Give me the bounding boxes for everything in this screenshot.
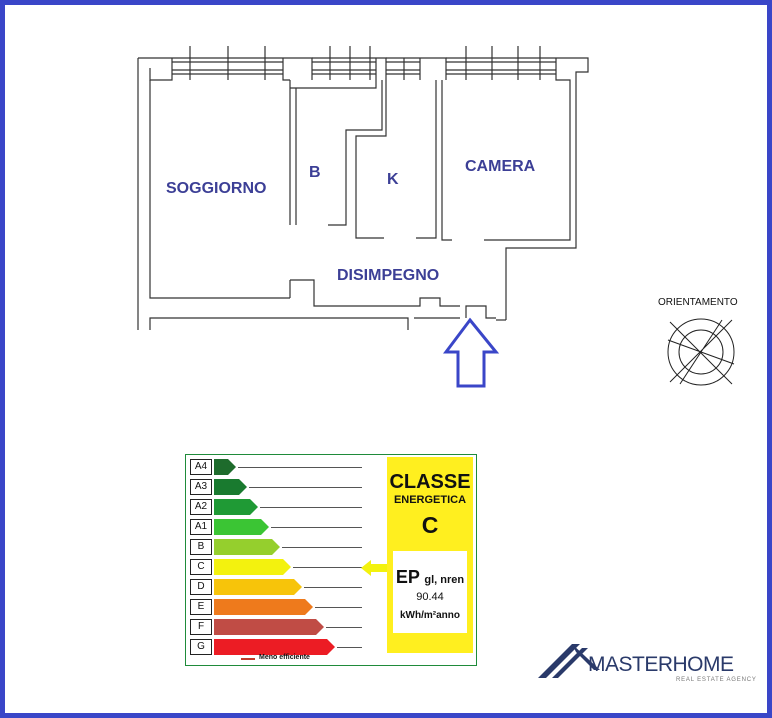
energy-class-panel: CLASSE ENERGETICA C EP gl, nren 90.44 kW…: [387, 457, 473, 653]
room-label-bagno: B: [309, 164, 321, 181]
energy-class-arrow: [214, 619, 324, 635]
energy-class-arrow: [214, 539, 280, 555]
classe-subtitle: ENERGETICA: [393, 494, 467, 506]
orientation-label: ORIENTAMENTO: [658, 297, 738, 308]
energy-class-arrow: [214, 479, 247, 495]
room-label-disimpegno: DISIMPEGNO: [337, 267, 440, 284]
class-pointer-icon: [361, 560, 387, 576]
ep-title: EP gl, nren: [393, 567, 467, 588]
compass-icon: [667, 318, 735, 386]
energy-class-line: [315, 607, 362, 608]
energy-class-box: B: [190, 539, 212, 555]
energy-class-box: E: [190, 599, 212, 615]
room-label-camera: CAMERA: [465, 158, 536, 175]
energy-class-line: [293, 567, 362, 568]
energy-class-arrow: [214, 559, 291, 575]
energy-class-box: A2: [190, 499, 212, 515]
ep-label: EP: [395, 567, 420, 587]
legend-swatch: [241, 658, 255, 660]
room-label-cucina: K: [387, 171, 399, 188]
current-class: C: [421, 512, 439, 538]
energy-class-arrow: [214, 639, 335, 655]
energy-class-line: [260, 507, 362, 508]
ep-suffix: gl, nren: [424, 574, 465, 586]
energy-class-box: F: [190, 619, 212, 635]
energy-class-line: [238, 467, 362, 468]
ep-box: EP gl, nren 90.44 kWh/m²anno: [393, 551, 467, 633]
room-label-soggiorno: SOGGIORNO: [166, 180, 267, 197]
energy-class-arrow: [214, 459, 236, 475]
energy-class-line: [337, 647, 362, 648]
energy-class-box: G: [190, 639, 212, 655]
energy-class-line: [282, 547, 362, 548]
brand-name: MASTERHOME: [588, 653, 734, 676]
classe-title: CLASSE: [389, 471, 471, 493]
energy-class-arrow: [214, 579, 302, 595]
energy-class-line: [326, 627, 362, 628]
energy-class-box: D: [190, 579, 212, 595]
energy-class-box: A3: [190, 479, 212, 495]
energy-class-line: [249, 487, 362, 488]
legend-text: Meno efficiente: [259, 654, 310, 661]
energy-class-box: C: [190, 559, 212, 575]
energy-class-arrow: [214, 519, 269, 535]
energy-class-box: A1: [190, 519, 212, 535]
masterhome-logo-icon: [538, 644, 600, 678]
ep-value: 90.44: [416, 591, 444, 603]
energy-class-line: [271, 527, 362, 528]
energy-class-line: [304, 587, 362, 588]
energy-class-box: A4: [190, 459, 212, 475]
energy-class-arrow: [214, 499, 258, 515]
entrance-arrow-icon: [443, 317, 500, 388]
energy-class-arrow: [214, 599, 313, 615]
brand-tagline: REAL ESTATE AGENCY: [676, 677, 757, 683]
ep-unit: kWh/m²anno: [400, 610, 460, 621]
